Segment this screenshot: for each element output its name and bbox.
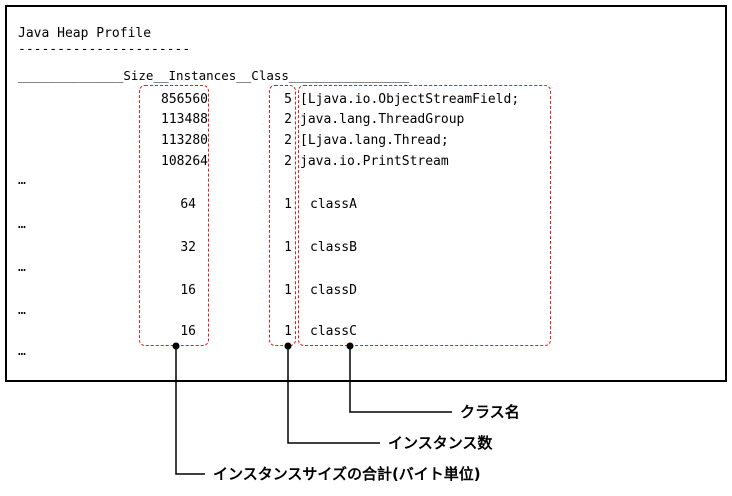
size-value: 32 (180, 240, 196, 255)
size-value: 113280 (161, 133, 208, 148)
size-value: 113488 (161, 112, 208, 127)
class-name: classC (310, 324, 357, 339)
instances-value: 1 (284, 324, 292, 339)
instances-value: 5 (284, 92, 292, 107)
ellipsis: … (18, 344, 26, 359)
size-value: 16 (180, 283, 196, 298)
size-value: 64 (180, 197, 196, 212)
callout-instance-count: インスタンス数 (388, 434, 493, 452)
callout-class-name: クラス名 (460, 403, 520, 421)
ellipsis: … (18, 260, 26, 275)
profile-title: Java Heap Profile (18, 26, 152, 41)
class-name: [Ljava.lang.Thread; (300, 133, 449, 148)
instances-value: 1 (284, 197, 292, 212)
instances-value: 1 (284, 283, 292, 298)
size-value: 16 (180, 324, 196, 339)
instances-value: 1 (284, 240, 292, 255)
size-value: 108264 (161, 154, 208, 169)
class-name: classA (310, 197, 357, 212)
class-name: classD (310, 283, 357, 298)
column-header: ______________Size__Instances__Class____… (18, 68, 410, 83)
class-name: [Ljava.io.ObjectStreamField; (300, 92, 520, 107)
heap-profile-frame (5, 5, 727, 382)
instances-value: 2 (284, 112, 292, 127)
ellipsis: … (18, 173, 26, 188)
ellipsis: … (18, 303, 26, 318)
profile-separator: ---------------------- (18, 42, 191, 57)
instances-value: 2 (284, 133, 292, 148)
class-name: java.io.PrintStream (300, 154, 449, 169)
callout-total-size: インスタンスサイズの合計(バイト単位) (213, 465, 481, 483)
size-value: 856560 (161, 92, 208, 107)
class-name: classB (310, 240, 357, 255)
instances-value: 2 (284, 154, 292, 169)
ellipsis: … (18, 217, 26, 232)
instances-column-highlight (269, 85, 296, 346)
class-name: java.lang.ThreadGroup (300, 112, 465, 127)
class-column-highlight (298, 85, 551, 346)
